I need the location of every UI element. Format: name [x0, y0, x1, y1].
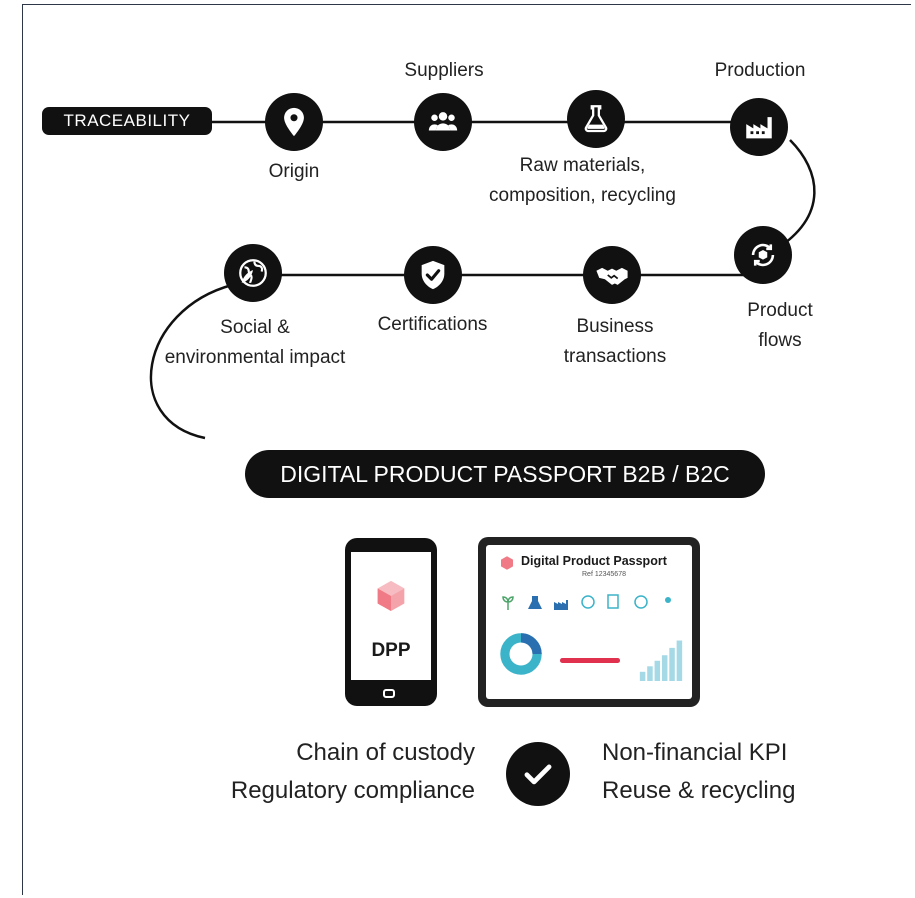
production-node — [730, 98, 788, 156]
tablet-progress-bar — [560, 658, 620, 663]
tablet-icon-row — [502, 594, 671, 610]
social-impact-node — [224, 244, 282, 302]
tablet-mockup: Digital Product Passport Ref 12345678 — [478, 537, 700, 707]
cube-icon — [501, 556, 513, 570]
business-transactions-label: Business transactions — [563, 316, 667, 367]
tablet-bar-chart — [639, 640, 683, 681]
cube-icon — [377, 581, 405, 611]
benefits-right: Non-financial KPI Reuse & recycling — [602, 739, 796, 804]
flask-icon — [584, 105, 608, 133]
suppliers-node — [414, 93, 472, 151]
origin-label: Origin — [268, 161, 320, 182]
raw-materials-label: Raw materials, composition, recycling — [489, 155, 676, 206]
dpp-banner: DIGITAL PRODUCT PASSPORT B2B / B2C — [245, 450, 765, 498]
shield-check-icon — [421, 260, 445, 290]
benefits-left: Chain of custody Regulatory compliance — [230, 739, 475, 804]
tablet-ref: Ref 12345678 — [582, 571, 626, 578]
phone-mockup: DPP — [345, 538, 437, 706]
phone-dpp-label: DPP — [371, 640, 411, 661]
origin-node — [265, 93, 323, 151]
users-group-icon — [428, 112, 458, 131]
tablet-title: Digital Product Passport — [521, 554, 667, 568]
business-transactions-node — [583, 246, 641, 304]
product-flows-label: Product flows — [747, 300, 813, 351]
tablet-donut-chart — [500, 633, 542, 675]
traceability-label: TRACEABILITY — [42, 107, 212, 135]
certifications-node — [404, 246, 462, 304]
suppliers-label: Suppliers — [404, 60, 484, 81]
check-circle-icon — [524, 764, 552, 785]
handshake-icon — [596, 267, 628, 285]
certifications-label: Certifications — [377, 314, 488, 335]
tablet-screen: Digital Product Passport Ref 12345678 — [486, 545, 692, 699]
production-label: Production — [714, 60, 806, 81]
globe-leaf-icon — [239, 259, 267, 287]
factory-icon — [746, 117, 772, 139]
phone-home-button — [383, 689, 395, 698]
image-frame — [22, 4, 911, 895]
social-impact-label: Social & environmental impact — [164, 317, 346, 368]
product-flows-node — [734, 226, 792, 284]
check-badge — [506, 742, 570, 806]
raw-materials-node — [567, 90, 625, 148]
cycle-box-icon — [751, 243, 775, 267]
location-pin-icon — [284, 107, 304, 137]
phone-screen: DPP — [351, 552, 431, 680]
